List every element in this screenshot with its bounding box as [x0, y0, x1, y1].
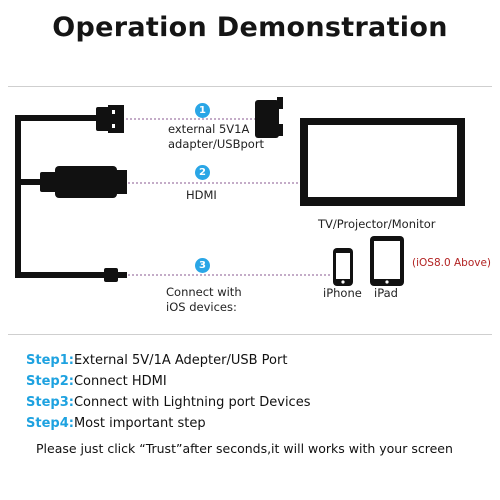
step-1-text: External 5V/1A Adepter/USB Port: [73, 353, 288, 368]
callout-label-3-line-1: Connect with: [166, 285, 242, 299]
callout-label-3-line-2: iOS devices:: [166, 300, 237, 314]
step-4: Step4:Most important step: [26, 413, 310, 434]
callout-number-2: 2: [195, 165, 210, 180]
hdmi-plug-housing: [55, 166, 117, 198]
step-3-text: Connect with Lightning port Devices: [73, 395, 311, 410]
step-3: Step3:Connect with Lightning port Device…: [26, 392, 310, 413]
step-2-key: Step2:: [26, 374, 74, 389]
power-adapter: [255, 100, 279, 138]
trust-instruction: Please just click “Trust”after seconds,i…: [36, 441, 453, 456]
iphone-label: iPhone: [323, 286, 362, 300]
monitor-screen: [308, 125, 457, 197]
callout-label-3: Connect with iOS devices:: [166, 285, 242, 315]
usb-plug-body: [96, 107, 110, 131]
usb-plug-housing: [108, 105, 124, 133]
step-1: Step1:External 5V/1A Adepter/USB Port: [26, 350, 310, 371]
lightning-plug: [104, 268, 118, 282]
monitor-label: TV/Projector/Monitor: [318, 217, 436, 231]
page-title: Operation Demonstration: [52, 12, 448, 43]
step-1-key: Step1:: [26, 353, 74, 368]
step-4-key: Step4:: [26, 416, 74, 431]
step-4-text: Most important step: [73, 416, 206, 431]
adapter-prong-bottom: [277, 124, 283, 136]
callout-label-2-line-1: HDMI: [186, 188, 217, 202]
callout-number-3: 3: [195, 258, 210, 273]
ios-version-note: (iOS8.0 Above): [412, 257, 492, 269]
step-2: Step2:Connect HDMI: [26, 371, 310, 392]
adapter-prong-top: [277, 97, 283, 109]
callout-label-2: HDMI: [186, 188, 217, 203]
callout-label-1-line-1: external 5V1A: [168, 122, 250, 136]
ipad-label: iPad: [374, 286, 398, 300]
steps-list: Step1:External 5V/1A Adepter/USB Port St…: [26, 350, 310, 434]
step-2-text: Connect HDMI: [73, 374, 167, 389]
step-3-key: Step3:: [26, 395, 74, 410]
callout-label-1-line-2: adapter/USBport: [168, 137, 265, 151]
top-divider: [8, 86, 492, 87]
middle-divider: [8, 334, 492, 335]
callout-number-1: 1: [195, 103, 210, 118]
lightning-cable: [15, 179, 110, 278]
callout-label-1: external 5V1A adapter/USBport: [168, 122, 264, 152]
